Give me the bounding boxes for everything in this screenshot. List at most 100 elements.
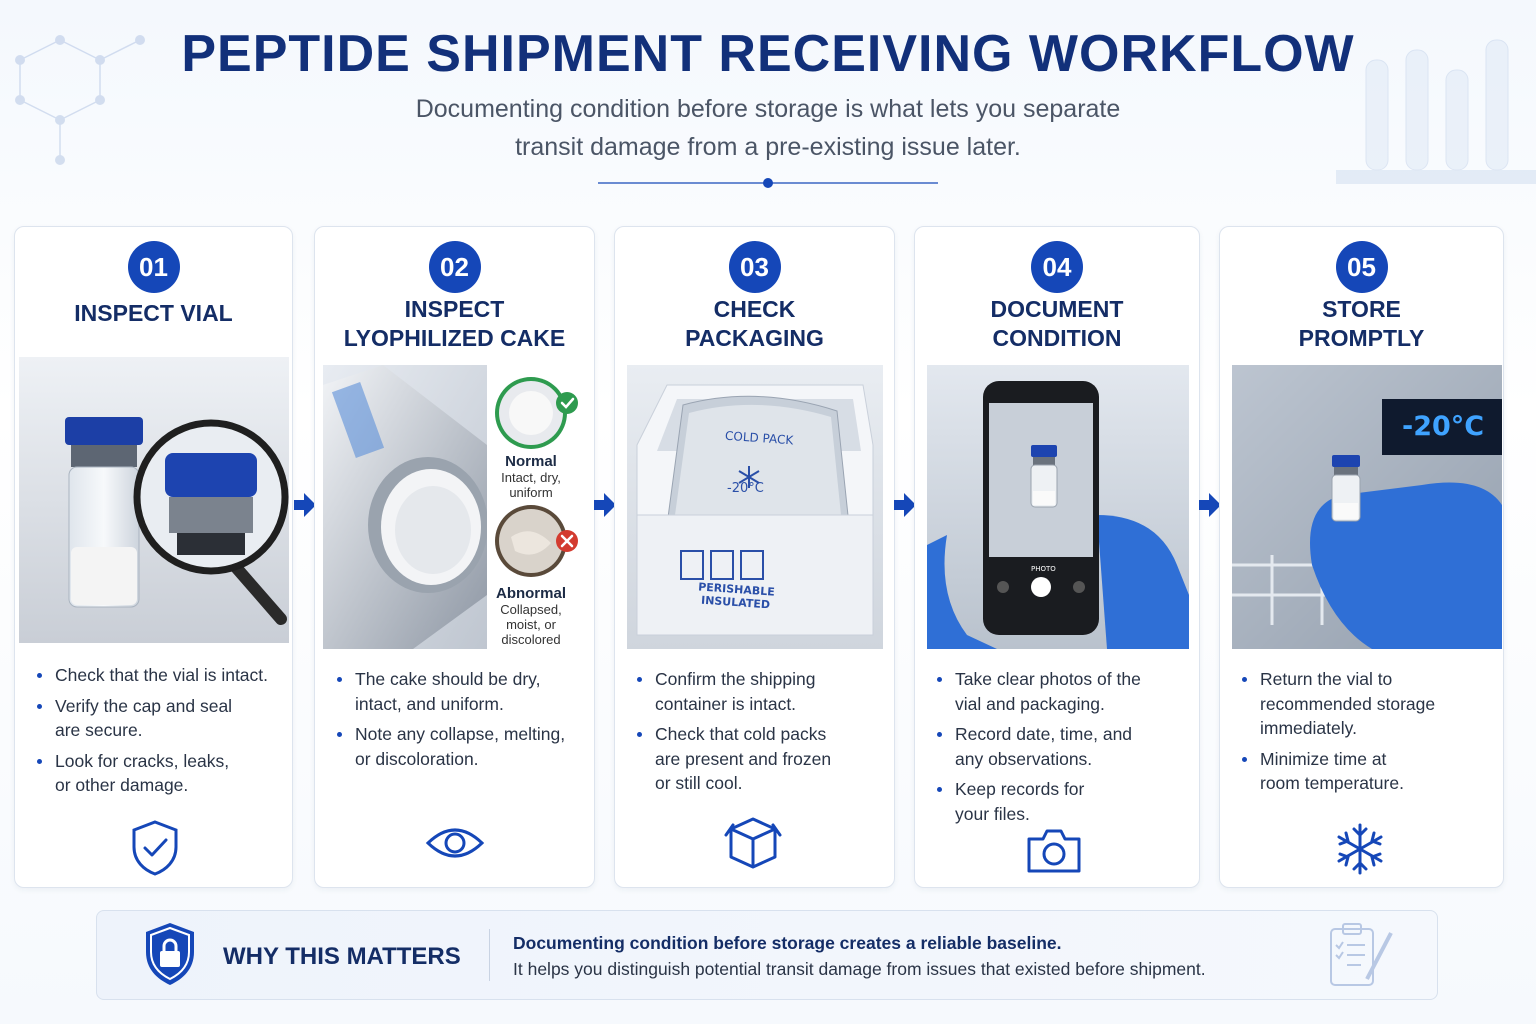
bullet-text: or still cool. [655,773,743,793]
camera-mode-label: PHOTO [1031,565,1056,573]
bullet-text: Keep records for [955,779,1085,799]
bullet-text: Note any collapse, melting, [355,724,566,744]
flow-arrow-icon [894,493,916,517]
step-card-store-promptly: 05 STORE PROMPTLY -20°C Return the vial … [1219,226,1504,888]
flow-arrow-icon [1199,493,1221,517]
normal-desc: uniform [509,485,553,500]
bullet-text: any observations. [955,748,1093,769]
step-title-line: INSPECT [404,296,505,322]
step-title-line: LYOPHILIZED CAKE [343,325,566,351]
step-card-check-packaging: 03 CHECK PACKAGING COLD PACK -20°C PERIS… [614,226,895,888]
bullet-item: The cake should be dry, intact, and unifo… [335,667,593,716]
bullet-text: or other damage. [55,775,189,795]
cold-pack-temp: -20°C [727,481,764,496]
step-title-line: CONDITION [992,325,1122,351]
cake-abnormal-callout [495,505,578,577]
phone-photo: PHOTO [927,365,1189,649]
step-title-line: PACKAGING [685,325,824,351]
cake-normal-callout [495,377,578,449]
molecule-decoration [15,35,145,165]
step-card-inspect-vial: 01 INSPECT VIAL Check that the vial is i… [14,226,293,888]
bullet-item: Return the vial to recommended storage imm… [1240,667,1502,741]
clipboard-icon [1330,923,1393,986]
lyophilized-cake-photo [323,365,487,649]
bullet-item: Record date, time, and any observations. [935,722,1197,771]
eye-icon [425,828,485,858]
bullet-text: Verify the cap and seal [55,695,233,716]
step-title-line: CHECK [713,296,796,322]
bullet-text: Take clear photos of the [955,669,1141,689]
step-number-badge: 03 [728,241,781,293]
step-bullets: The cake should be dry, intact, and unifo… [335,667,593,777]
bullet-text: or discoloration. [355,748,479,769]
abnormal-desc: discolored [501,632,561,647]
normal-title: Normal [505,453,557,470]
bullet-text: intact, and uniform. [355,693,504,714]
step-number-badge: 01 [127,241,180,293]
step-title: INSPECT LYOPHILIZED CAKE [315,295,594,353]
bullet-text: Return the vial to [1260,669,1393,689]
bullet-text: The cake should be dry, [355,669,541,689]
bullet-text: recommended storage [1260,693,1436,714]
bullet-text: Check that the vial is intact. [55,665,269,685]
step-title: CHECK PACKAGING [615,295,894,353]
why-detail: It helps you distinguish potential trans… [513,959,1206,979]
flow-arrow-icon [294,493,316,517]
bullet-text: container is intact. [655,693,797,714]
snowflake-icon [1337,823,1383,875]
why-title: WHY THIS MATTERS [223,943,461,970]
packaging-photo: COLD PACK -20°C PERISHABLE INSULATED [627,365,883,649]
normal-label: Normal Intact, dry, uniform [491,453,571,500]
why-separator [489,929,490,981]
bullet-text: Look for cracks, leaks, [55,750,230,771]
flow-arrow-icon [594,493,616,517]
abnormal-label: Abnormal Collapsed, moist, or discolored [485,585,577,647]
bullet-text: your files. [955,803,1030,824]
step-title: STORE PROMPTLY [1220,295,1503,353]
step-number-badge: 04 [1031,241,1083,293]
title-divider [598,178,938,188]
step-title: DOCUMENT CONDITION [915,295,1199,353]
lab-glassware-decoration [1336,39,1536,184]
bullet-text: Record date, time, and [955,724,1133,744]
step-title: INSPECT VIAL [15,299,292,328]
step-bullets: Return the vial to recommended storage imm… [1240,667,1502,802]
step-title-line: STORE [1322,296,1401,322]
shield-check-icon [132,820,178,876]
abnormal-title: Abnormal [495,585,566,602]
step-title-line: PROMPTLY [1298,325,1425,351]
bullet-item: Check that the vial is intact. [35,663,291,688]
step-number-badge: 05 [1335,241,1388,293]
page-subtitle: Documenting condition before storage is … [368,90,1168,166]
normal-desc: Intact, dry, [501,470,561,485]
camera-icon [1027,829,1081,873]
bullet-text: room temperature. [1260,773,1404,793]
step-title-line: INSPECT VIAL [74,300,233,326]
step-title-line: DOCUMENT [990,296,1124,322]
subtitle-line-1: Documenting condition before storage is … [415,95,1121,123]
abnormal-desc: moist, or [506,617,556,632]
page-title: PEPTIDE SHIPMENT RECEIVING WORKFLOW [181,25,1355,83]
bullet-text: immediately. [1260,718,1357,738]
box-icon [724,817,782,869]
freezer-photo: -20°C [1232,365,1502,649]
freezer-temp-display: -20°C [1402,411,1485,442]
bullet-item: Keep records for your files. [935,777,1197,826]
bullet-text: Minimize time at [1260,748,1387,769]
step-bullets: Check that the vial is intact. Verify th… [35,663,291,804]
bullet-item: Note any collapse, melting, or discolorat… [335,722,593,771]
lock-shield-icon [146,923,194,985]
why-statement: Documenting condition before storage cre… [513,933,1062,953]
why-this-matters-banner: WHY THIS MATTERS Documenting condition b… [96,910,1438,1000]
bullet-text: are present and frozen [655,748,832,769]
phone-illustration [927,381,1189,649]
step-card-inspect-cake: 02 INSPECT LYOPHILIZED CAKE Normal Intac… [314,226,595,888]
subtitle-line-2: transit damage from a pre-existing issue… [515,133,1021,161]
bullet-item: Look for cracks, leaks, or other damage. [35,749,291,798]
